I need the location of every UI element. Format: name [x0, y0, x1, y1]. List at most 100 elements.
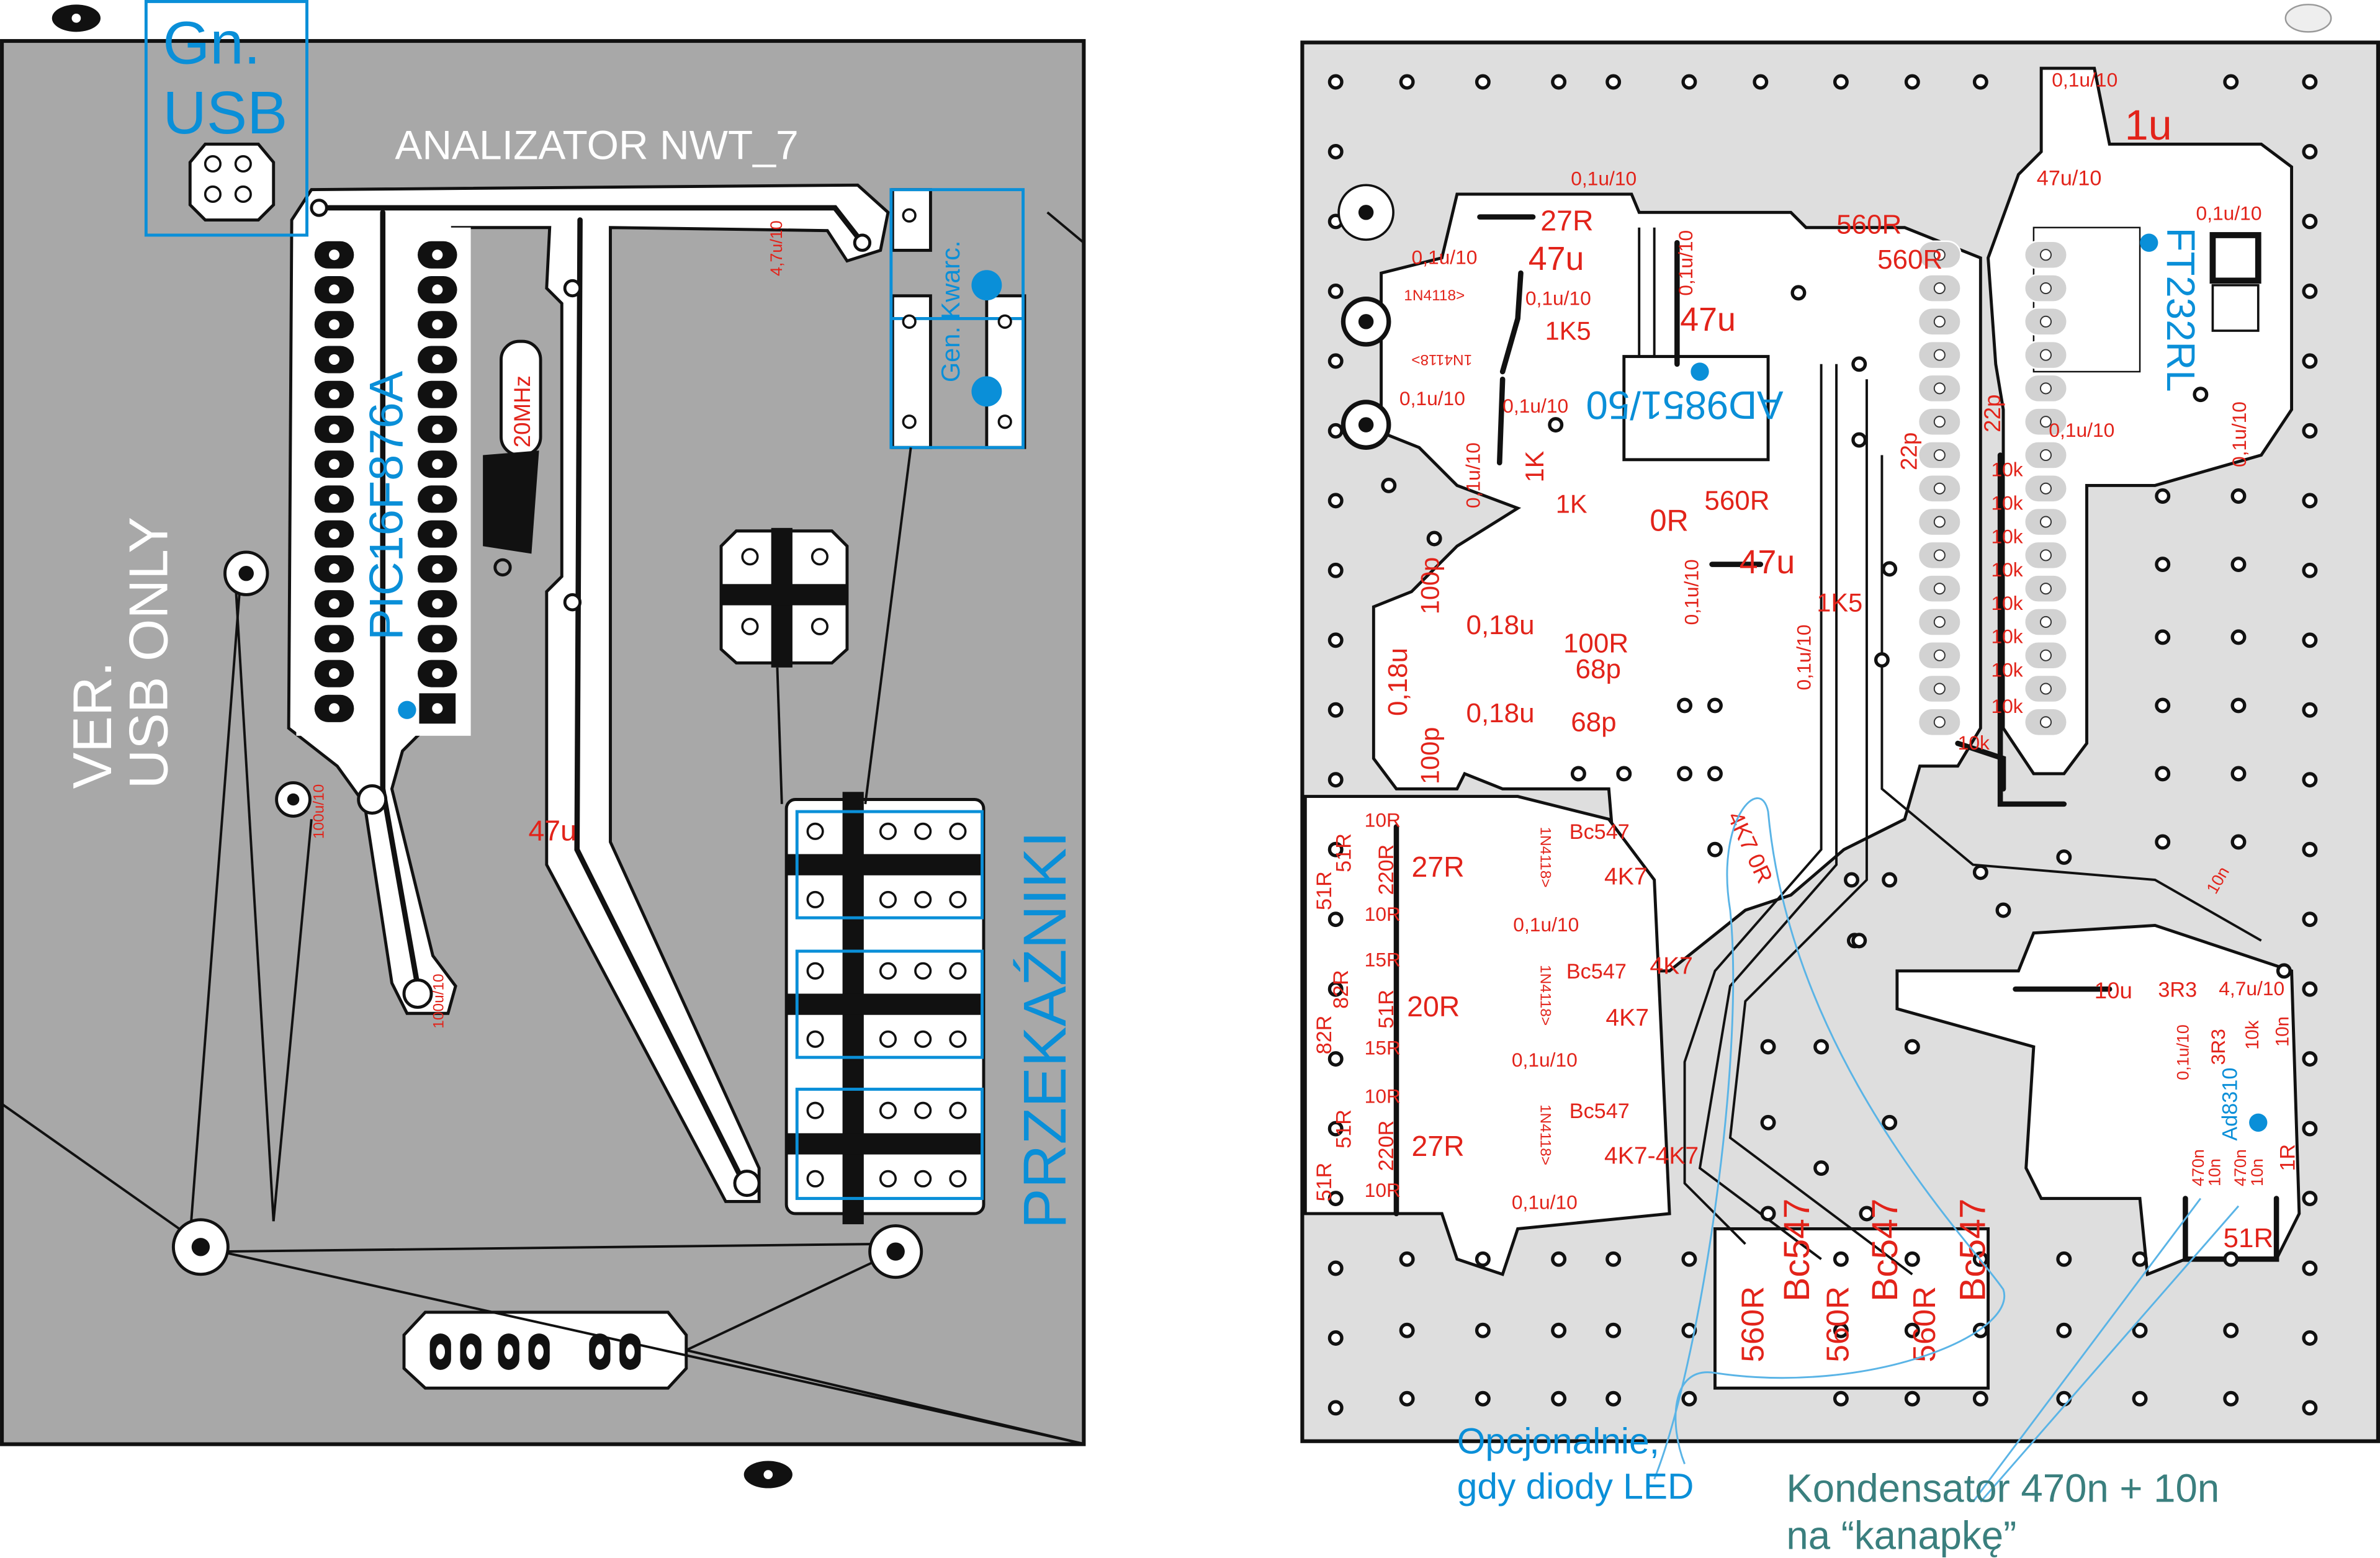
component-label: 1u	[2125, 101, 2172, 149]
via-hole	[2302, 353, 2318, 369]
via-hole	[1904, 1322, 1920, 1338]
component-label: 82R	[1329, 970, 1353, 1009]
header-pad-hole	[2039, 382, 2052, 395]
via-hole	[2302, 1121, 2318, 1137]
via-hole	[1833, 74, 1849, 90]
mcu-pin-hole	[432, 529, 443, 540]
component-label: 0,1u/10	[1462, 442, 1484, 508]
via-hole	[1813, 1160, 1830, 1176]
component-label: 10k	[1991, 558, 2023, 581]
via-hole	[1327, 1400, 1344, 1416]
mcu-pin-hole	[432, 354, 443, 365]
component-label: 560R	[1836, 210, 1902, 240]
component-label: 470n	[2189, 1149, 2207, 1186]
via-hole	[1677, 697, 1693, 714]
via-hole	[2302, 213, 2318, 230]
mounting-hole-bottom-dot	[763, 1470, 773, 1479]
via-hole	[2056, 1322, 2072, 1338]
header-pad-hole	[1933, 583, 1946, 595]
via	[853, 233, 872, 252]
via-hole	[1327, 423, 1344, 439]
component-label: 10R	[1365, 903, 1401, 925]
header-pad-hole	[2039, 416, 2052, 428]
component-label: 10R	[1365, 1179, 1401, 1201]
via-hole	[1833, 1390, 1849, 1407]
via-hole	[2302, 1330, 2318, 1346]
via-hole	[1882, 872, 1898, 888]
via-hole	[2302, 772, 2318, 788]
via-hole	[2302, 981, 2318, 997]
via-hole	[2155, 488, 2171, 504]
mcu-pin-hole	[432, 668, 443, 679]
mcu-pin-hole	[432, 424, 443, 435]
header-pad-hole	[2039, 516, 2052, 528]
component-label: 0,1u/10	[1512, 1191, 1578, 1214]
relay-pin	[879, 962, 897, 980]
via-hole	[1327, 702, 1344, 718]
via-hole	[1851, 356, 1867, 372]
relay-pin	[914, 1101, 932, 1119]
crystal-cap-pad	[483, 450, 539, 554]
crystal-label: 20MHz	[510, 375, 535, 447]
via-hole	[1790, 285, 1807, 301]
via-hole	[1681, 1251, 1697, 1267]
header-pad-hole	[1933, 482, 1946, 495]
mcu-pin-hole	[432, 633, 443, 644]
via-hole	[1707, 766, 1723, 782]
component-label: 10n	[2206, 1158, 2224, 1186]
via-hole	[2302, 632, 2318, 648]
via-hole	[1327, 1330, 1344, 1346]
via-hole	[1605, 1390, 1622, 1407]
mounting-pads	[171, 550, 923, 1279]
header-pad-hole	[2039, 583, 2052, 595]
usb-box	[144, 0, 308, 237]
component-label: 10k	[1991, 459, 2023, 481]
header-pad-hole	[2039, 683, 2052, 695]
via-hole	[2193, 387, 2209, 403]
via-hole	[1327, 562, 1344, 578]
via-hole	[2302, 1260, 2318, 1276]
component-label: 10k	[1991, 492, 2023, 514]
component-label: 1K5	[1816, 588, 1862, 617]
relay-pin	[914, 822, 932, 840]
mcu-pin-hole	[328, 529, 340, 540]
right-traces	[1393, 214, 2279, 1276]
wire-links	[0, 211, 1086, 1446]
component-label: 0,1u/10	[1411, 246, 1477, 268]
via-hole	[2155, 557, 2171, 573]
via-hole	[2302, 1191, 2318, 1207]
component-label: 560R	[1704, 486, 1769, 516]
left-board: Gn. USB ANALIZATOR NWT_7 4,7u/10 Gen. Kw…	[0, 0, 1086, 1489]
led-note-line1: Opcjonalnie,	[1457, 1421, 1659, 1461]
via-hole	[2132, 1322, 2148, 1338]
relay-pin	[914, 1030, 932, 1048]
via-hole	[2302, 841, 2318, 857]
via-hole	[2230, 629, 2247, 645]
trace-long	[574, 217, 747, 1186]
cap-4-7u-label: 4,7u/10	[767, 220, 786, 276]
via-hole	[2302, 1400, 2318, 1416]
relay-bar	[786, 1133, 984, 1155]
relay-box-2	[795, 949, 984, 1059]
via-hole	[1904, 1039, 1920, 1055]
component-label: 47u	[1529, 240, 1584, 277]
via-hole	[1995, 902, 2011, 918]
cap-note-line2: na “kanapkę”	[1786, 1513, 2016, 1557]
via-hole	[2302, 283, 2318, 299]
usb-label-line1: Gn.	[163, 9, 261, 77]
via-hole	[2155, 697, 2171, 714]
via-hole	[1904, 1251, 1920, 1267]
component-label: 10k	[1991, 695, 2023, 717]
component-label: 10n	[2273, 1016, 2293, 1047]
relay-pin	[914, 890, 932, 908]
component-label: Bc547	[1569, 1099, 1630, 1123]
via-hole	[1605, 74, 1622, 90]
component-label: 0,1u/10	[1792, 624, 1815, 690]
ft232-pin1-marker	[2140, 233, 2158, 252]
header-pad-hole	[1933, 716, 1946, 728]
relay-pin	[879, 1030, 897, 1048]
component-label: 10R	[1365, 809, 1401, 831]
relay-pin	[949, 1170, 967, 1188]
via-hole	[1327, 911, 1344, 928]
via-hole	[2302, 493, 2318, 509]
